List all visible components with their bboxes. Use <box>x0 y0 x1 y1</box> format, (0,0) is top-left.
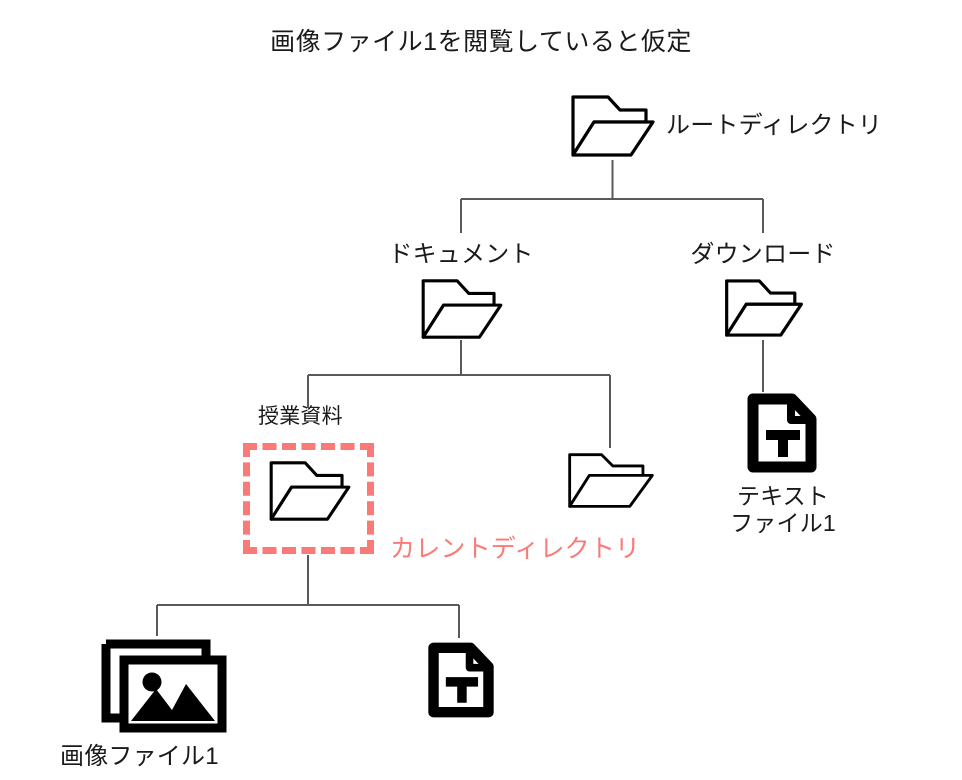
folder-icon-documents[interactable] <box>418 276 506 342</box>
label-image-file-1: 画像ファイル1 <box>60 743 219 770</box>
folder-icon-lesson-materials[interactable] <box>266 458 354 524</box>
page-title: 画像ファイル1を閲覧していると仮定 <box>270 28 692 56</box>
label-downloads: ダウンロード <box>690 241 836 268</box>
label-text-file-1-line2: ファイル1 <box>730 510 836 537</box>
text-file-icon-1[interactable] <box>744 390 820 476</box>
label-current-directory: カレントディレクトリ <box>390 535 641 563</box>
label-text-file-1: テキスト ファイル1 <box>683 483 883 537</box>
folder-icon-downloads[interactable] <box>722 276 806 340</box>
label-root-directory: ルートディレクトリ <box>666 112 883 139</box>
current-directory-highlight-box <box>243 443 374 554</box>
label-documents: ドキュメント <box>388 241 534 268</box>
folder-icon-unnamed[interactable] <box>565 450 657 512</box>
label-lesson-materials: 授業資料 <box>258 405 343 428</box>
folder-icon-root[interactable] <box>568 92 658 160</box>
text-file-icon-2[interactable] <box>425 638 497 722</box>
image-file-icon-1[interactable] <box>98 636 230 734</box>
label-text-file-1-line1: テキスト <box>736 483 830 509</box>
